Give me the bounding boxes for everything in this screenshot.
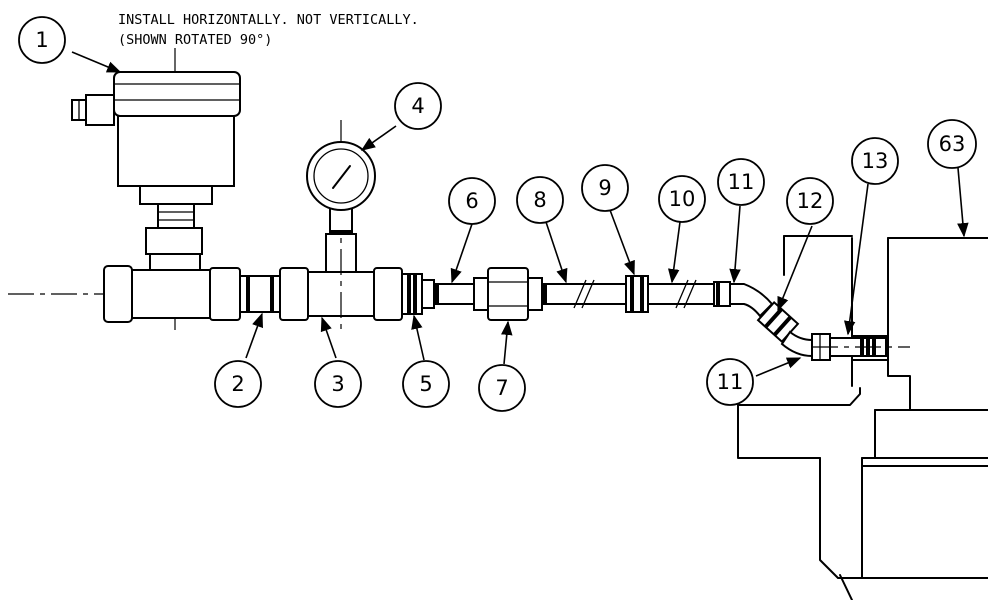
nipple-2 [239,275,281,313]
svg-text:11: 11 [717,370,744,394]
svg-text:8: 8 [533,188,546,212]
leader-7 [501,320,513,365]
svg-text:5: 5 [419,372,432,396]
svg-text:11: 11 [728,170,755,194]
leader-9 [609,209,635,276]
gauge-tee [279,120,403,330]
callout-10: 10 [658,175,706,223]
svg-text:63: 63 [939,132,966,156]
elbow-11-upper [713,281,774,318]
equipment-housing [737,235,988,600]
tube-8 [541,279,627,309]
leader-10 [668,221,681,284]
callout-2: 2 [214,360,262,408]
svg-text:13: 13 [862,149,889,173]
svg-text:9: 9 [598,176,611,200]
tube-10 [647,279,715,309]
callout-6: 6 [448,177,496,225]
coupling-12 [756,300,800,344]
bushing-5 [401,273,435,315]
callout-12: 12 [786,177,834,225]
svg-text:3: 3 [331,372,344,396]
callout-4: 4 [394,82,442,130]
connector-13 [812,337,910,357]
callout-11-upper: 11 [717,158,765,206]
leader-11-upper [729,205,741,284]
callout-7: 7 [478,364,526,412]
leader-3 [320,316,337,359]
install-note: INSTALL HORIZONTALLY. NOT VERTICALLY. [118,12,419,28]
callout-9: 9 [581,164,629,212]
svg-text:7: 7 [495,376,508,400]
svg-text:2: 2 [231,372,244,396]
callout-3: 3 [314,360,362,408]
leader-8 [545,221,568,284]
callout-11-lower: 11 [706,358,754,406]
tee-fitting [103,227,241,323]
coupling-9 [625,275,649,313]
callout-1: 1 [18,16,66,64]
sensor-housing [71,48,241,330]
leader-2 [245,312,263,359]
svg-text:10: 10 [669,187,696,211]
pressure-gauge [306,141,376,235]
svg-text:12: 12 [797,189,824,213]
leader-4 [360,125,397,151]
svg-text:6: 6 [465,189,478,213]
leader-13 [844,183,869,336]
callout-13: 13 [851,137,899,185]
leader-11-lower [755,357,802,377]
leader-5 [411,314,425,361]
callout-63: 63 [927,119,977,169]
adapter-6 [433,277,489,311]
union-7 [487,267,543,321]
elbow-11-lower [780,330,831,361]
leader-1 [71,51,122,73]
leader-12 [777,225,813,312]
callout-8: 8 [516,176,564,224]
rotation-note: (SHOWN ROTATED 90°) [118,32,272,48]
callout-5: 5 [402,360,450,408]
leader-6 [450,223,473,284]
svg-text:4: 4 [411,94,424,118]
svg-text:1: 1 [35,28,48,52]
leader-63 [957,167,969,238]
